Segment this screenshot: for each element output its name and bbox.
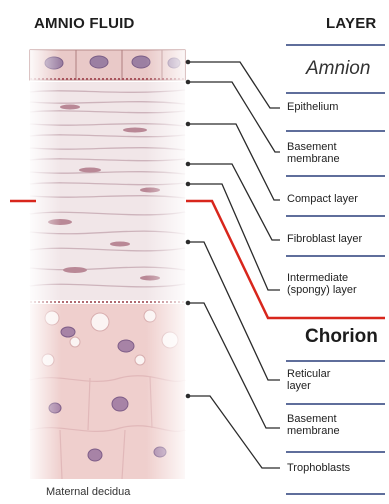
leader-basement-membrane-amnion [188, 82, 280, 152]
leader-basement-membrane-chorion [188, 303, 280, 428]
chorion-section-title: Chorion [305, 326, 378, 348]
layer-label-basement-membrane-chorion: Basement membrane [287, 413, 349, 437]
layer-label-basement-membrane-amnion: Basement membrane [287, 141, 347, 165]
leader-trophoblasts [188, 396, 280, 468]
leader-compact-layer [188, 124, 280, 200]
leader-reticular-layer [188, 242, 280, 380]
maternal-decidua-label: Maternal decidua [46, 486, 130, 498]
layer-label-reticular-layer: Reticular layer [287, 368, 337, 392]
leader-lines [188, 62, 280, 468]
layer-label-compact-layer: Compact layer [287, 193, 358, 205]
layer-label-epithelium: Epithelium [287, 101, 338, 113]
amnion-section-title: Amnion [306, 58, 370, 80]
layer-label-trophoblasts: Trophoblasts [287, 462, 350, 474]
layer-label-fibroblast-layer: Fibroblast layer [287, 233, 362, 245]
layer-label-intermediate-layer: Intermediate (spongy) layer [287, 272, 373, 296]
